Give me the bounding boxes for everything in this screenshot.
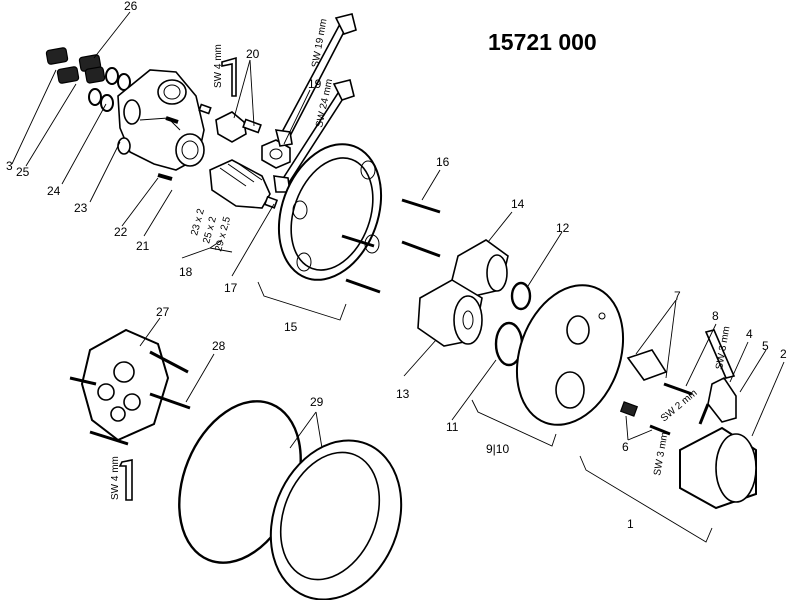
callout-24: 24 [47,184,61,198]
check-valve-cartridges [45,47,106,84]
callout-20: 20 [246,47,260,61]
callout-9-10: 9|10 [486,442,509,456]
thermostat-knob [679,426,757,510]
handle-extension [626,349,693,396]
extension-sleeve-14 [451,239,509,297]
callout-1: 1 [627,517,634,531]
callout-29: 29 [310,395,324,409]
tool-label-sw3-right: SW 3 mm [714,325,732,370]
allen-key-4mm-top [221,56,237,97]
small-o-rings [88,67,131,112]
tool-label-sw4-bottom: SW 4 mm [110,456,121,500]
part-number-title: 15721 000 [488,29,597,55]
callout-16: 16 [436,155,450,169]
extension-sleeve-13 [417,279,483,347]
callout-12: 12 [556,221,570,235]
tool-label-sw2: SW 2 mm [659,388,700,425]
trim-plate [515,284,625,426]
callout-2: 2 [780,347,787,361]
valve-body-alt [69,328,191,446]
tool-label-sw4-top: SW 4 mm [213,44,224,88]
callout-18: 18 [179,265,193,279]
callout-5: 5 [762,339,769,353]
callout-3: 3 [6,159,13,173]
callout-28: 28 [212,339,226,353]
callout-19: 19 [308,77,322,91]
hex-nut [261,139,291,169]
callout-15: 15 [284,320,298,334]
body-screws-top [157,116,179,181]
callout-7: 7 [674,289,681,303]
wrench-19mm [274,13,357,147]
leader-lines [11,11,785,543]
callout-23: 23 [74,201,88,215]
allen-key-4mm-bottom [118,459,133,501]
cover-ring [269,439,403,600]
callout-21: 21 [136,239,150,253]
mounting-plate [277,143,383,281]
callout-8: 8 [712,309,719,323]
tool-label-sw3-bottom: SW 3 mm [652,431,670,476]
wrench-24mm [273,79,355,193]
callout-11: 11 [446,420,459,434]
callout-17: 17 [224,281,238,295]
callout-27: 27 [156,305,170,319]
handle-adapter [698,376,737,425]
valve-body [117,69,205,171]
callout-13: 13 [396,387,410,401]
o-ring-12 [510,281,532,311]
callout-22: 22 [114,225,128,239]
callout-4: 4 [746,327,753,341]
callout-26: 26 [124,0,138,13]
callout-14: 14 [511,197,525,211]
long-screws [341,198,441,294]
diverter-stem [198,103,262,143]
set-screws [619,401,671,436]
callout-6: 6 [622,440,629,454]
thermostatic-cartridge [209,159,279,209]
allen-key-3mm-right [704,329,736,379]
callout-25: 25 [16,165,30,179]
